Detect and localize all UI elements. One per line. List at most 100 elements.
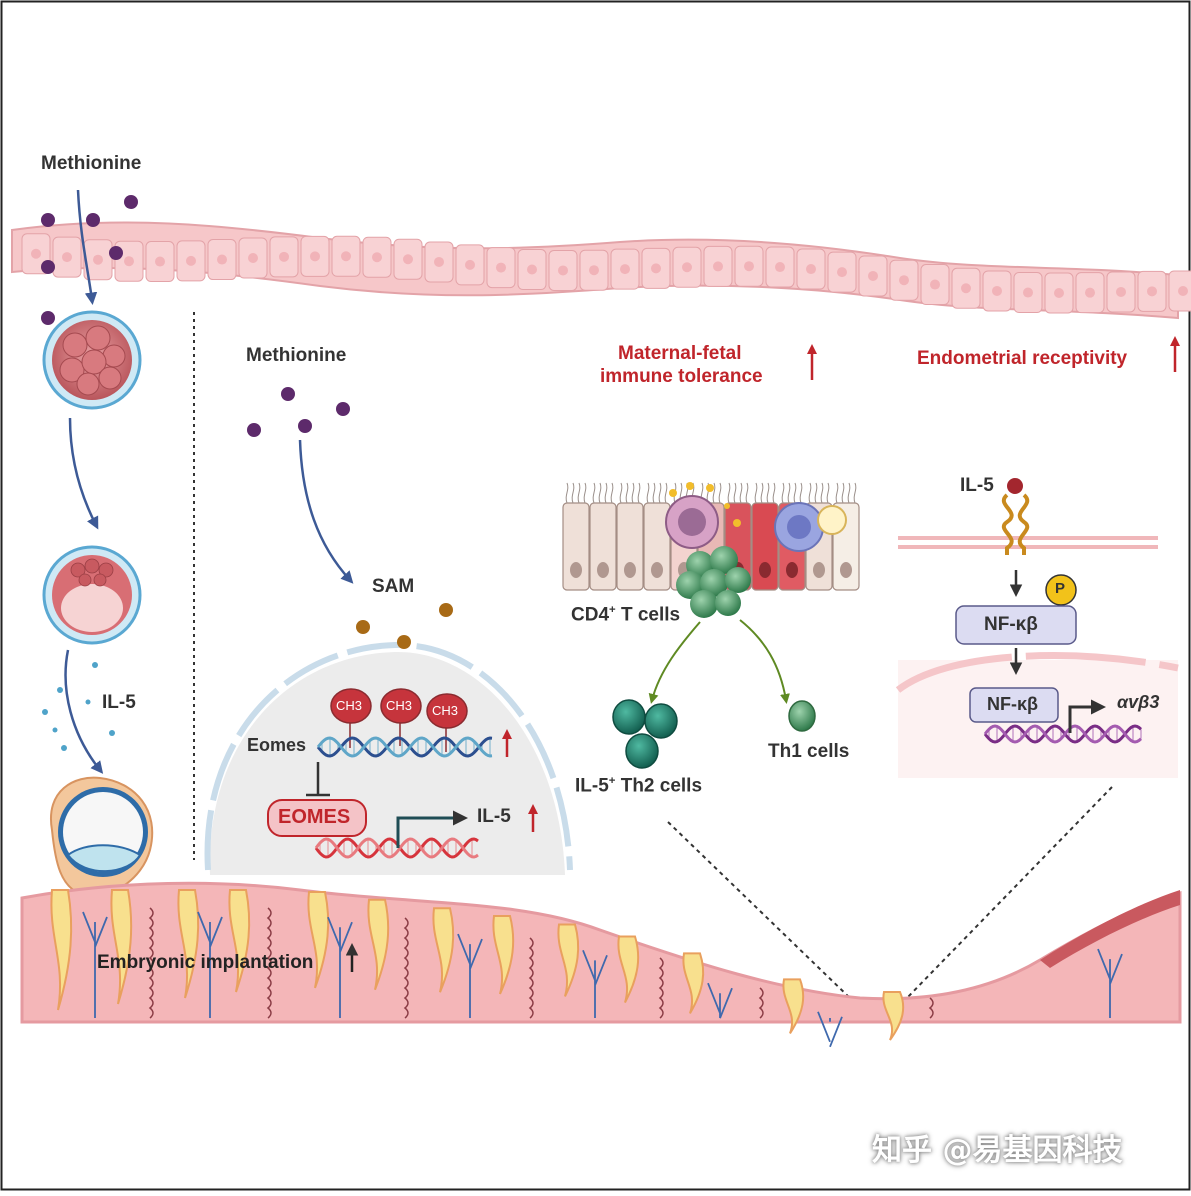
epithelial-nucleus [1116,286,1126,297]
cilia [619,482,623,504]
cilia [760,482,764,504]
implanting-embryo [49,776,154,897]
epithelial-nucleus [806,264,816,275]
epithelial-nucleus [682,262,692,273]
epithelial-nucleus [248,253,258,264]
epithelial-nucleus [186,255,196,266]
label-th2-cells: IL-5+ Th2 cells [575,775,702,797]
epithelium-cells [21,233,1191,314]
methyl-group-circles [330,688,468,729]
cilia [781,482,785,504]
spiral-artery [528,937,534,1019]
cilia [826,482,830,504]
cilia [814,482,818,504]
epithelial-nucleus [775,262,785,273]
arrow-methionine-to-morula [76,189,98,305]
cilia [841,482,845,504]
label-phospho: P [1055,580,1066,597]
immune-cells-in-epithelium [665,495,847,552]
nuclear-envelope [204,641,573,871]
columnar-nucleus [624,562,636,578]
label-th1-cells: Th1 cells [768,741,850,762]
epithelial-nucleus [961,283,971,294]
cilia [583,482,587,504]
cilia [799,482,803,504]
blood-vessel [1097,948,1123,1018]
gland [492,915,515,995]
columnar-cell [751,502,779,591]
blood-vessel [707,982,733,1019]
dna-strand [983,724,1143,744]
gland [682,952,705,1014]
uterine-glands [50,889,905,1041]
epithelial-nucleus [558,265,568,276]
epithelial-nucleus [1085,287,1095,298]
endometrium-right-edge [1040,890,1180,968]
eomes-protein-box [267,799,367,837]
gland [307,890,330,989]
cilia [853,482,857,504]
label-embryonic-implantation: Embryonic implantation [97,952,314,973]
th2-sup: + [608,775,616,787]
label-ch3-3: CH3 [432,703,459,718]
nfkb-nuc-box [969,687,1059,723]
dna-strand [316,736,493,758]
zoom-line-left [667,821,853,1001]
arrow-morula-to-blastocyst [68,417,99,530]
eomes-dna-helix [316,736,493,758]
blood-vessel [197,911,223,1018]
epithelial-nucleus [527,264,537,275]
th2-cells [612,699,678,769]
cilia [625,482,629,504]
th1-cell [788,700,816,732]
cilia [604,482,608,504]
epithelial-nucleus [403,254,413,265]
epithelial-nucleus [434,256,444,267]
blood-vessels [82,907,1123,1048]
blastocyst [42,545,142,645]
gland [782,978,805,1034]
label-il5-left: IL-5 [102,692,136,713]
columnar-nucleus [786,562,798,578]
epithelial-nucleus [744,261,754,272]
gland [882,991,905,1041]
columnar-cell [616,502,644,591]
cell-membrane [898,536,1158,549]
cytokine-granules [669,482,741,527]
epithelial-nucleus [341,251,351,262]
columnar-nucleus [570,562,582,578]
cilia [793,482,797,504]
morula [42,310,142,410]
blood-vessel [82,911,108,1018]
cilia [646,482,650,504]
arrow-cd4-to-th2 [648,621,701,704]
epithelial-nucleus [496,262,506,273]
columnar-cell [562,502,590,591]
columnar-cell [643,502,671,591]
columnar-nucleus [651,562,663,578]
zoom-line-right [904,786,1113,1001]
label-cd4-t-cells: CD4+ T cells [571,604,680,626]
label-maternal-line1: Maternal-fetal [618,343,742,364]
cilia [787,482,791,504]
label-maternal-line2: immune tolerance [600,366,763,387]
epithelial-nucleus [310,251,320,262]
cilia [652,482,656,504]
cilia [712,482,716,504]
spiral-artery [658,957,664,1019]
label-methionine-top: Methionine [41,153,142,174]
cilia [610,482,614,504]
cilia [658,482,662,504]
epithelial-nucleus [1147,286,1157,297]
epithelial-nucleus [217,254,227,265]
cilia [664,482,668,504]
spiral-artery [266,907,272,1019]
columnar-nucleus [840,562,852,578]
epithelial-nucleus [279,251,289,262]
gland [50,889,73,1011]
nfkb-cyto-box [955,605,1077,645]
th2-tail: Th2 cells [615,775,703,797]
cd4-t-cell-cluster [676,546,751,618]
label-eomes-protein: EOMES [278,806,351,828]
